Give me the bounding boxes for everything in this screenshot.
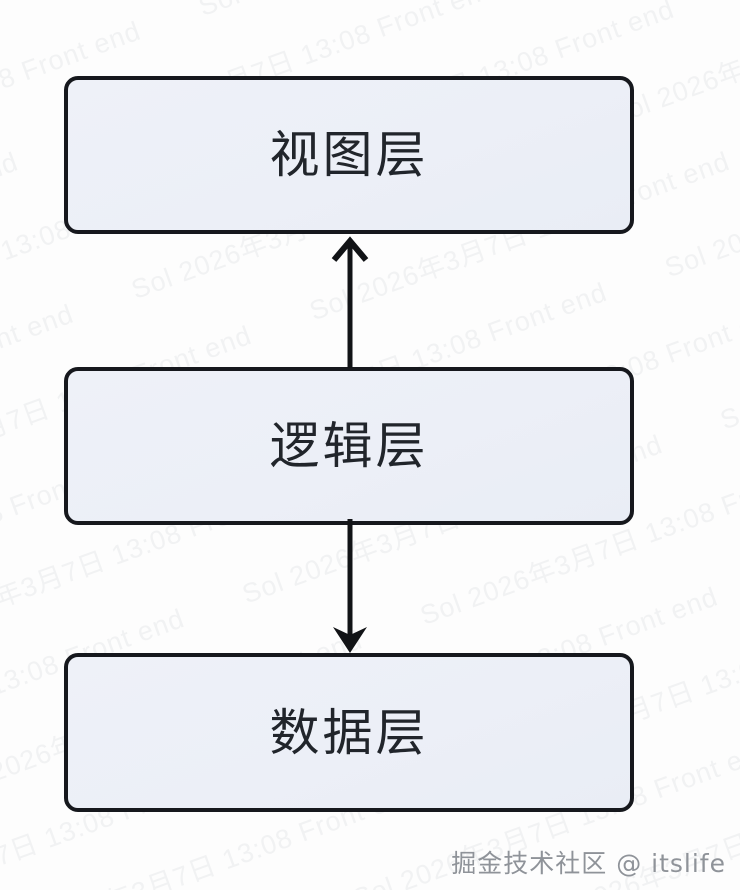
arrow-down-icon bbox=[333, 519, 367, 653]
watermark-text: Sol 2026年3月7日 13:08 Front end bbox=[660, 103, 740, 284]
node-view-layer[interactable]: 视图层 bbox=[64, 76, 634, 234]
node-data-layer-label: 数据层 bbox=[269, 703, 429, 762]
arrow-logic-to-data bbox=[320, 519, 380, 654]
arrow-up-icon bbox=[331, 236, 369, 368]
arrow-logic-to-view bbox=[320, 234, 380, 368]
watermark-text: Sol 2026年3月7日 13:08 Front end bbox=[0, 146, 23, 326]
node-data-layer[interactable]: 数据层 bbox=[64, 653, 634, 812]
community-credit: 掘金技术社区 @ itslife bbox=[451, 849, 726, 878]
node-logic-layer[interactable]: 逻辑层 bbox=[64, 367, 634, 525]
watermark-text: Sol 2026年3月7日 13:08 Front end bbox=[195, 0, 623, 22]
node-logic-layer-label: 逻辑层 bbox=[269, 417, 429, 475]
watermark-text: Sol 2026年3月7日 13:08 Front end bbox=[716, 255, 740, 436]
node-view-layer-label: 视图层 bbox=[269, 126, 429, 184]
